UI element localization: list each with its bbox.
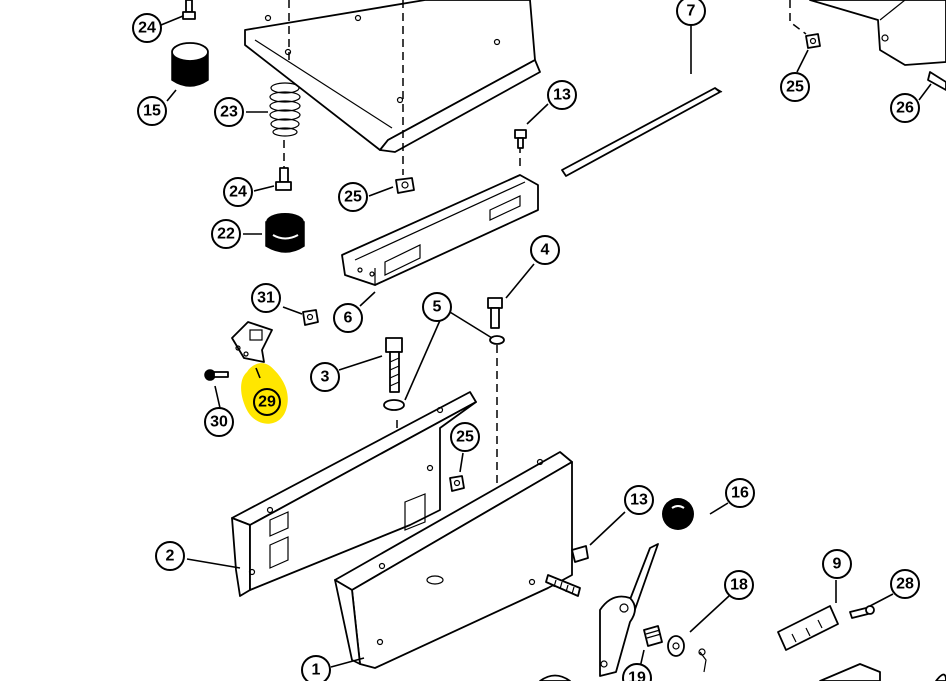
callout-5-label: 5: [433, 299, 442, 316]
screw-24-mid: [275, 167, 292, 191]
spring-19: [643, 625, 663, 647]
screw-30: [204, 369, 229, 381]
callout-7-label: 7: [687, 3, 696, 20]
callout-9-label: 9: [833, 556, 842, 573]
callout-16: 16: [725, 478, 755, 508]
callout-24: 24: [132, 13, 162, 43]
bracket-2: [231, 391, 477, 597]
plate-9: [777, 605, 839, 651]
callout-28: 28: [890, 569, 920, 599]
callout-6: 6: [333, 303, 363, 333]
callout-29: 29: [253, 388, 281, 416]
callouts: 24 15 23 24 22 25 13 7 25 26 31 6 4 5 3 …: [132, 0, 920, 681]
knob-22: [265, 213, 305, 253]
callout-31: 31: [251, 283, 281, 313]
callout-15-label: 15: [143, 103, 161, 120]
callout-5: 5: [422, 292, 452, 322]
lower-right-fragment: [819, 663, 881, 681]
callout-7: 7: [676, 0, 706, 26]
callout-25-right: 25: [780, 72, 810, 102]
callout-16-label: 16: [731, 485, 749, 502]
callout-19: 19: [622, 663, 652, 681]
callout-3: 3: [310, 362, 340, 392]
callout-3-label: 3: [321, 369, 330, 386]
ball-knob-16: [662, 498, 694, 530]
spring-23: [269, 82, 301, 137]
callout-19-label: 19: [628, 670, 646, 681]
nut-25-mid: [395, 177, 415, 194]
callout-25-lower: 25: [450, 422, 480, 452]
callout-31-label: 31: [257, 290, 275, 307]
callout-26-label: 26: [896, 100, 914, 117]
callout-25-lower-label: 25: [456, 429, 474, 446]
callout-15: 15: [137, 96, 167, 126]
callout-24-mid: 24: [223, 177, 253, 207]
callout-9: 9: [822, 549, 852, 579]
callout-22: 22: [211, 219, 241, 249]
callout-4-label: 4: [541, 242, 550, 259]
pin-26: [927, 71, 946, 91]
callout-6-label: 6: [344, 310, 353, 327]
callout-30-label: 30: [210, 414, 228, 431]
callout-2: 2: [155, 541, 185, 571]
callout-25-mid-label: 25: [344, 189, 362, 206]
lower-far-right-fragment: [935, 673, 946, 681]
bolt-3: [385, 337, 403, 393]
callout-25-right-label: 25: [786, 79, 804, 96]
callout-13-lower-label: 13: [630, 492, 648, 509]
lower-center-fragment: [539, 674, 571, 681]
threaded-stud: [545, 574, 581, 597]
screw-24-top: [182, 0, 196, 20]
lever-assembly: [599, 543, 659, 677]
callout-13-top: 13: [547, 80, 577, 110]
leader-lines: [160, 15, 932, 673]
callout-26: 26: [890, 93, 920, 123]
callout-4: 4: [530, 235, 560, 265]
callout-24-label: 24: [138, 20, 156, 37]
rod-7: [561, 87, 723, 177]
callout-13-top-label: 13: [553, 87, 571, 104]
nut-31: [302, 309, 319, 326]
callout-2-label: 2: [166, 548, 175, 565]
washer-18: [667, 635, 685, 657]
callout-1-label: 1: [312, 662, 321, 679]
seat-bracket-fragment: [789, 0, 946, 66]
seat-plate: [244, 0, 541, 153]
screw-28: [849, 605, 875, 619]
bracket-29: [231, 321, 273, 363]
callout-1: 1: [301, 655, 331, 681]
callout-18-label: 18: [730, 577, 748, 594]
callout-28-label: 28: [896, 576, 914, 593]
callout-23-label: 23: [220, 104, 238, 121]
nut-25-right: [805, 33, 821, 49]
bolt-4: [487, 297, 503, 329]
callout-18: 18: [724, 570, 754, 600]
callout-25-mid: 25: [338, 182, 368, 212]
knob-15: [171, 42, 209, 87]
callout-24-mid-label: 24: [229, 184, 247, 201]
washers-5: [383, 335, 505, 411]
nut-25-lower: [449, 475, 465, 492]
callout-29-label: 29: [258, 394, 276, 411]
callout-23: 23: [214, 97, 244, 127]
cotter-pin: [698, 648, 707, 673]
bracket-1: [334, 451, 573, 669]
tray-6: [341, 174, 539, 286]
callout-30: 30: [204, 407, 234, 437]
bolt-13-lower: [571, 545, 589, 563]
callout-13-lower: 13: [624, 485, 654, 515]
bolt-13-top: [514, 129, 527, 149]
callout-22-label: 22: [217, 226, 235, 243]
